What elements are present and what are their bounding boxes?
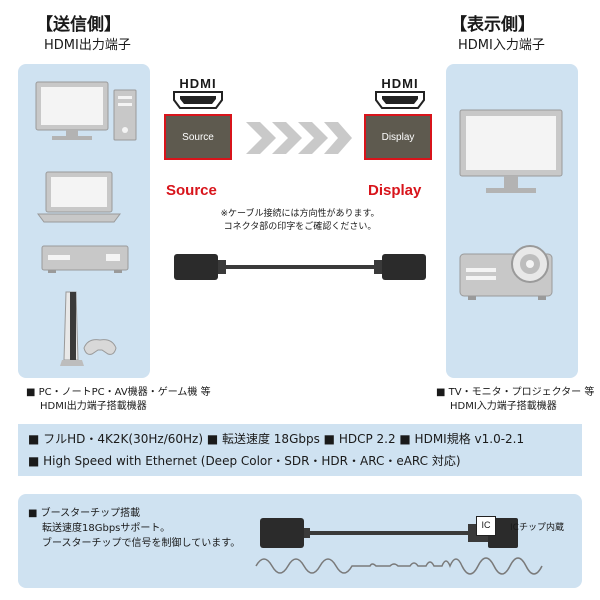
hdmi-plug-icon xyxy=(375,91,425,109)
ic-chip-text: IC xyxy=(481,520,491,530)
booster-line3: ブースターチップで信号を制御しています。 xyxy=(42,538,241,549)
chevron-right-icon xyxy=(272,122,302,154)
laptop-icon xyxy=(37,171,121,223)
ic-chip-icon: IC xyxy=(476,516,496,536)
direction-note-line1: ※ケーブル接続には方向性があります。 xyxy=(220,209,380,219)
sender-caption-line1: ■ PC・ノートPC・AV機器・ゲーム機 等 xyxy=(26,387,211,398)
sender-title: 【送信側】 xyxy=(36,15,121,35)
sender-subtitle: HDMI出力端子 xyxy=(44,38,131,53)
display-connector-label: Display xyxy=(381,132,415,143)
display-red-label: Display xyxy=(368,182,422,199)
display-connector: Display xyxy=(364,114,432,160)
hdmi-logo-display: HDMI xyxy=(368,76,432,110)
booster-cable-illustration xyxy=(255,518,543,575)
chevron-right-icon xyxy=(246,122,276,154)
receiver-subtitle: HDMI入力端子 xyxy=(458,38,545,53)
direction-arrows xyxy=(246,122,352,154)
projector-icon xyxy=(459,245,553,300)
hdmi-logo-text: HDMI xyxy=(381,76,419,91)
receiver-caption-line2: HDMI入力端子搭載機器 xyxy=(450,401,557,412)
booster-box: ■ ブースターチップ搭載 転送速度18Gbpsサポート。 ブースターチップで信号… xyxy=(18,494,582,588)
hdmi-logo-text: HDMI xyxy=(179,76,217,91)
sender-caption-line2: HDMI出力端子搭載機器 xyxy=(40,401,147,412)
receiver-devices-illustration xyxy=(459,109,563,300)
direction-note-line2: コネクタ部の印字をご確認ください。 xyxy=(223,222,377,232)
chevron-right-icon xyxy=(298,122,328,154)
hdmi-logo-source: HDMI xyxy=(166,76,230,110)
hdmi-plug-icon xyxy=(173,91,223,109)
sender-devices-illustration xyxy=(35,81,137,366)
receiver-caption-line1: ■ TV・モニタ・プロジェクター 等 xyxy=(436,387,595,398)
receiver-title: 【表示側】 xyxy=(450,15,535,35)
booster-text: ■ ブースターチップ搭載 転送速度18Gbpsサポート。 ブースターチップで信号… xyxy=(28,506,240,551)
features-box: ■ フルHD・4K2K(30Hz/60Hz) ■ 転送速度 18Gbps ■ H… xyxy=(18,424,582,476)
direction-note: ※ケーブル接続には方向性があります。 コネクタ部の印字をご確認ください。 xyxy=(190,208,410,234)
receiver-caption: ■ TV・モニタ・プロジェクター 等 HDMI入力端子搭載機器 xyxy=(436,386,594,414)
receiver-devices-panel xyxy=(446,64,578,378)
source-connector: Source xyxy=(164,114,232,160)
tv-icon xyxy=(459,109,563,193)
sender-devices-panel xyxy=(18,64,150,378)
source-connector-label: Source xyxy=(182,132,214,143)
source-red-label: Source xyxy=(166,182,217,199)
sender-caption: ■ PC・ノートPC・AV機器・ゲーム機 等 HDMI出力端子搭載機器 xyxy=(26,386,211,414)
features-line1: ■ フルHD・4K2K(30Hz/60Hz) ■ 転送速度 18Gbps ■ H… xyxy=(28,432,525,446)
booster-line2: 転送速度18Gbpsサポート。 xyxy=(42,523,171,534)
chevron-right-icon xyxy=(324,122,352,154)
hdmi-cable-illustration xyxy=(174,254,426,280)
av-player-icon xyxy=(41,245,129,273)
game-console-icon xyxy=(60,291,117,366)
features-line2: ■ High Speed with Ethernet (Deep Color・S… xyxy=(28,454,461,468)
desktop-pc-icon xyxy=(35,81,137,141)
booster-line1: ■ ブースターチップ搭載 xyxy=(28,508,141,519)
ic-chip-label: ICチップ内蔵 xyxy=(510,523,564,533)
